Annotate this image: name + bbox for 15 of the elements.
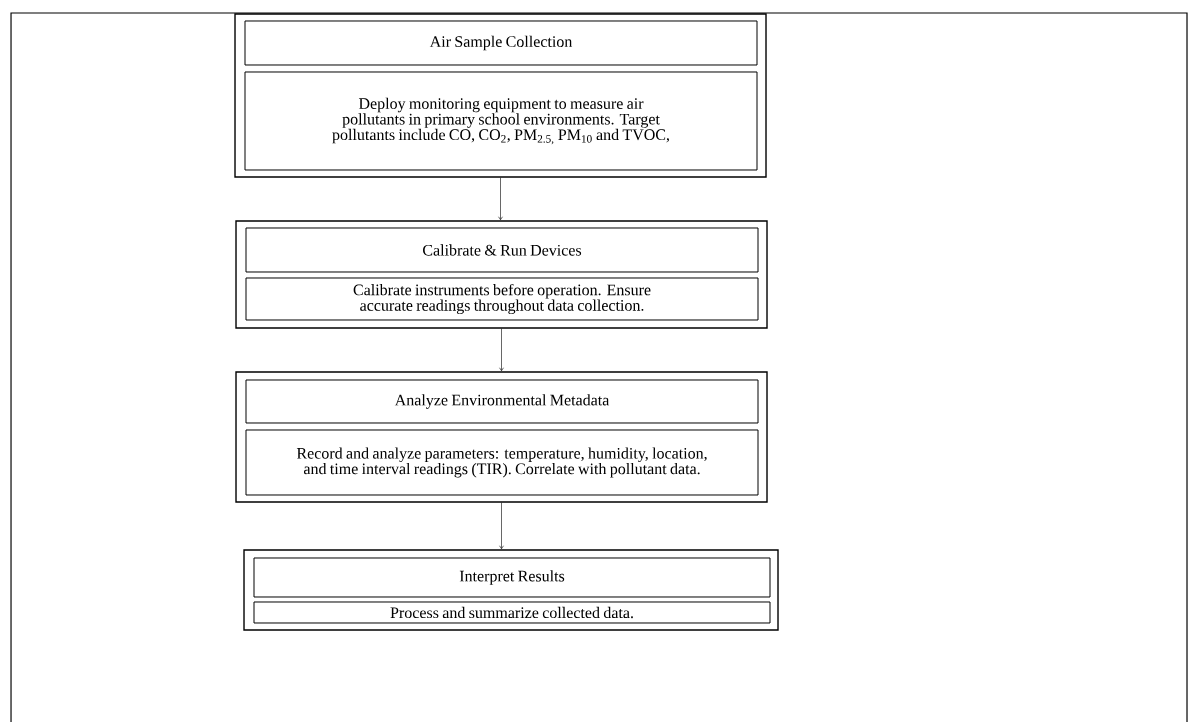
arrow (499, 502, 504, 550)
step-description-box: Deploy monitoring equipment to measure air pollutants in primary school environments. Target pollutants include CO, CO$_{2}$, PM$_{2.5,}$ PM$_{10}$ and TVOC, (244, 71, 758, 171)
step-heading-box: Interpret Results (253, 557, 771, 598)
arrow (499, 328, 504, 372)
step-box (243, 549, 779, 631)
step-description-box: Calibrate instruments before operation. Ensure accurate readings throughout data collection. (245, 277, 759, 321)
step-heading-box: Analyze Environmental Metadata (245, 379, 759, 424)
step-heading-box: Air Sample Collection (244, 20, 758, 66)
step-description-box: Process and summarize collected data. (253, 601, 771, 624)
step-box (235, 220, 768, 329)
step-description-box: Record and analyze parameters: temperature, humidity, location, and time interval readings (TIR). Correlate with pollutant data. (245, 429, 759, 496)
step-box (234, 13, 767, 178)
arrow (498, 177, 503, 221)
step-box (235, 371, 768, 503)
step-heading-box: Calibrate & Run Devices (245, 227, 759, 273)
